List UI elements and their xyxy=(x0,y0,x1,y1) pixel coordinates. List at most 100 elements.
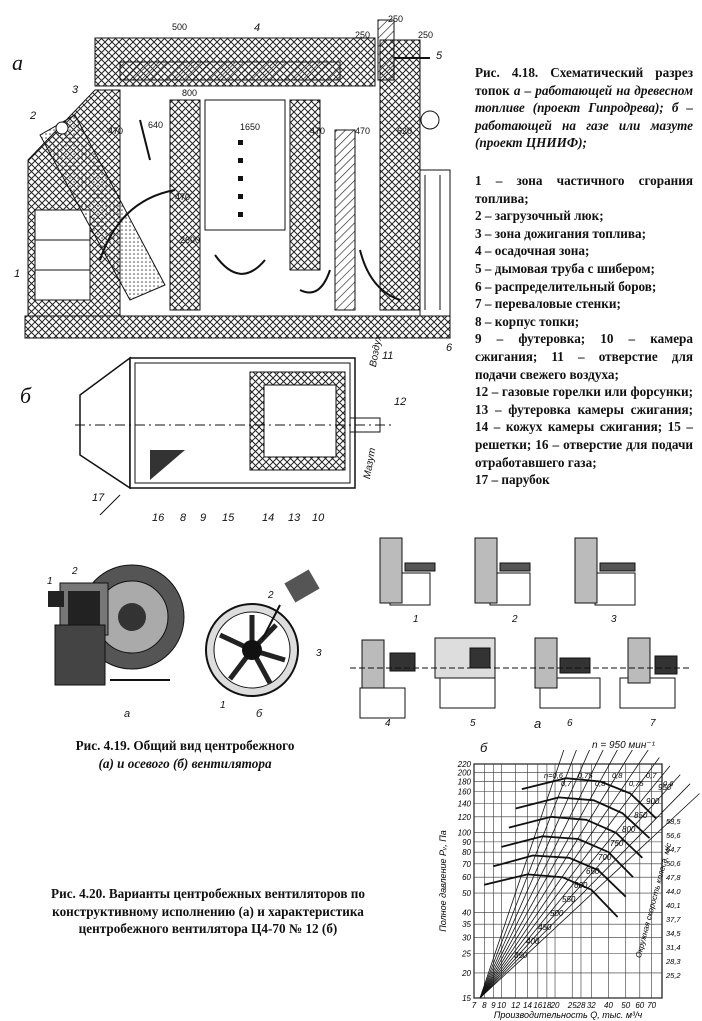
part-4: 4 xyxy=(254,22,261,34)
y-tick-label: 120 xyxy=(458,813,472,822)
legend-item: 4 – осадочная зона; xyxy=(475,243,590,259)
legend-item: 1 – зона частичного сгорания топлива; xyxy=(475,173,693,206)
part-5: 5 xyxy=(436,50,443,62)
right-tick-label: 47,8 xyxy=(666,873,681,882)
legend-item: 12 – газовые горелки или форсунки; 13 – … xyxy=(475,384,693,470)
part-2: 2 xyxy=(268,590,274,601)
caption-4-18: Рис. 4.18. Схематический разрез топок а … xyxy=(475,64,693,152)
efficiency-label: 0,8 xyxy=(612,771,623,780)
x-tick-label: 8 xyxy=(482,1001,487,1010)
legend-item: 8 – корпус топки; xyxy=(475,313,580,329)
velocity-ray xyxy=(479,774,681,999)
right-tick-label: 37,7 xyxy=(666,915,681,924)
part-8: 8 xyxy=(180,512,187,524)
right-tick-label: 25,2 xyxy=(665,971,681,980)
y-axis-label: Полное давление Pᵥ, Па xyxy=(438,830,448,932)
caption-4-19: Рис. 4.19. Общий вид центробежного (а) и… xyxy=(40,737,330,772)
y-tick-label: 90 xyxy=(462,838,471,847)
legend-item: 6 – распределительный боров; xyxy=(475,278,657,294)
power-label: 850 xyxy=(634,811,648,820)
part-17: 17 xyxy=(92,492,105,504)
fans-drawing xyxy=(48,564,320,697)
dim-250-a: 250 xyxy=(388,14,404,24)
dim-800: 800 xyxy=(182,88,198,98)
part-3: 3 xyxy=(72,84,79,96)
power-label: 800 xyxy=(622,825,636,834)
velocity-ray xyxy=(479,750,649,999)
right-tick-label: 56,6 xyxy=(666,831,681,840)
power-label: 700 xyxy=(598,853,612,862)
dim-1650: 1650 xyxy=(240,122,261,132)
furnace-section-drawing xyxy=(24,19,451,516)
legend-item: 7 – переваловые стенки; xyxy=(475,296,621,312)
power-label: 500 xyxy=(550,909,564,918)
velocity-ray xyxy=(479,783,691,999)
power-label: 600 xyxy=(574,881,588,890)
velocity-ray xyxy=(479,750,633,999)
right-tick-label: 34,5 xyxy=(666,929,681,938)
power-label: 750 xyxy=(610,839,624,848)
part-1: 1 xyxy=(14,268,21,280)
y-tick-label: 50 xyxy=(462,889,471,898)
variant-2: 2 xyxy=(512,614,518,625)
x-tick-label: 18 xyxy=(542,1001,551,1010)
x-tick-label: 10 xyxy=(497,1001,506,1010)
y-tick-label: 180 xyxy=(458,777,472,786)
legend-item: 3 – зона дожигания топлива; xyxy=(475,225,646,241)
caption-4-20: Рис. 4.20. Варианты центробежных вентиля… xyxy=(51,886,365,937)
part-1: 1 xyxy=(47,576,53,587)
y-tick-label: 140 xyxy=(458,799,472,808)
velocity-ray xyxy=(479,750,590,999)
right-tick-label: 44,0 xyxy=(666,887,681,896)
y-tick-label: 40 xyxy=(462,909,471,918)
part-14: 14 xyxy=(262,512,275,524)
power-label: 450 xyxy=(538,923,552,932)
right-tick-label: 54,7 xyxy=(666,845,681,854)
x-tick-label: 32 xyxy=(587,1001,596,1010)
x-tick-label: 7 xyxy=(472,1001,477,1010)
x-tick-label: 28 xyxy=(576,1001,586,1010)
power-label: 400 xyxy=(526,937,540,946)
dim-500: 500 xyxy=(172,22,188,32)
fig-4-19-label-b: б xyxy=(256,708,263,720)
y-tick-label: 25 xyxy=(461,949,471,958)
part-12: 12 xyxy=(394,396,407,408)
dim-250-b: 250 xyxy=(355,30,371,40)
y-tick-label: 220 xyxy=(457,760,472,769)
velocity-ray xyxy=(479,793,700,999)
fig-4-20-label-b: б xyxy=(480,740,488,755)
dim-2600: 2600 xyxy=(180,235,201,245)
legend-item: 9 – футеровка; 10 – камера сжигания; 11 … xyxy=(475,331,693,382)
part-3: 3 xyxy=(316,648,322,659)
right-tick-label: 31,4 xyxy=(666,943,681,952)
right-tick-label: 50,6 xyxy=(666,859,681,868)
x-tick-label: 40 xyxy=(604,1001,613,1010)
chart-rays xyxy=(479,750,700,999)
variant-5: 5 xyxy=(470,718,476,729)
chart-grid xyxy=(473,763,663,999)
y-tick-label: 160 xyxy=(458,788,472,797)
velocity-ray xyxy=(479,750,604,999)
power-label: 900 xyxy=(646,797,660,806)
legend-4-18: 1 – зона частичного сгорания топлива; 2 … xyxy=(475,172,693,489)
pressure-curve xyxy=(508,815,643,859)
efficiency-label: 0,8 xyxy=(595,779,606,788)
variant-4: 4 xyxy=(385,718,391,729)
efficiency-label: 0,75 xyxy=(629,779,644,788)
velocity-ray xyxy=(479,750,618,999)
fig-4-19-label-a: а xyxy=(124,708,131,720)
dim-620: 620 xyxy=(397,126,413,136)
power-label: 950 xyxy=(658,783,672,792)
right-tick-label: 58,5 xyxy=(666,817,681,826)
x-tick-label: 50 xyxy=(621,1001,630,1010)
caption-4-18-title: Рис. 4.18. Схематический разрез топок xyxy=(475,65,693,98)
pressure-curve xyxy=(501,835,634,878)
part-13: 13 xyxy=(288,512,301,524)
y-tick-label: 100 xyxy=(458,829,472,838)
chart-title: n = 950 мин⁻¹ xyxy=(592,740,655,751)
part-1: 1 xyxy=(220,700,226,711)
efficiency-label: 0,7 xyxy=(561,779,572,788)
x-tick-label: 9 xyxy=(491,1001,496,1010)
figure-label-a: а xyxy=(12,50,23,75)
